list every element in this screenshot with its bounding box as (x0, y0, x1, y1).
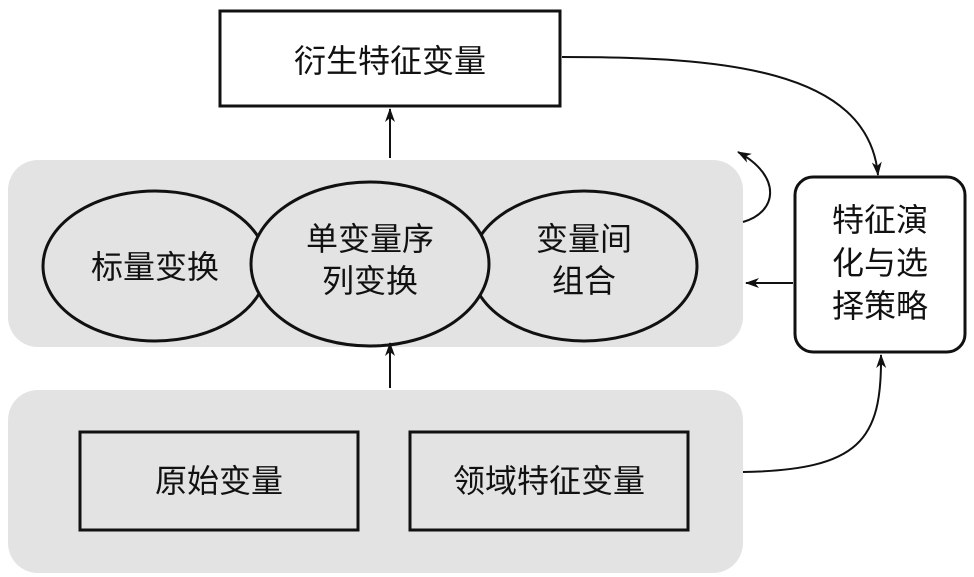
strategy-line-3: 择策略 (832, 287, 928, 325)
strategy-line-1: 特征演 (832, 201, 928, 239)
sequence-transform-line-1: 单变量序 (306, 220, 434, 258)
combination-line-2: 组合 (552, 262, 616, 300)
domain-variables-box (408, 430, 690, 532)
combination-line-1: 变量间 (536, 220, 632, 258)
strategy-box (793, 175, 967, 354)
derived-variables-label: 衍生特征变量 (294, 42, 486, 80)
sequence-transform-ellipse (249, 180, 491, 348)
arrow-derived-to-strategy (561, 56, 882, 176)
scalar-transform-label: 标量变换 (91, 248, 219, 286)
strategy-line-2: 化与选 (832, 244, 928, 282)
raw-variables-box (78, 430, 360, 532)
sequence-transform-line-2: 列变换 (322, 262, 418, 300)
raw-variables-label: 原始变量 (155, 462, 283, 500)
domain-variables-label: 领域特征变量 (453, 462, 645, 500)
derived-variables-box (218, 9, 562, 108)
loop-arrow-transform (737, 151, 772, 223)
arrow-domain-to-strategy (742, 354, 887, 473)
